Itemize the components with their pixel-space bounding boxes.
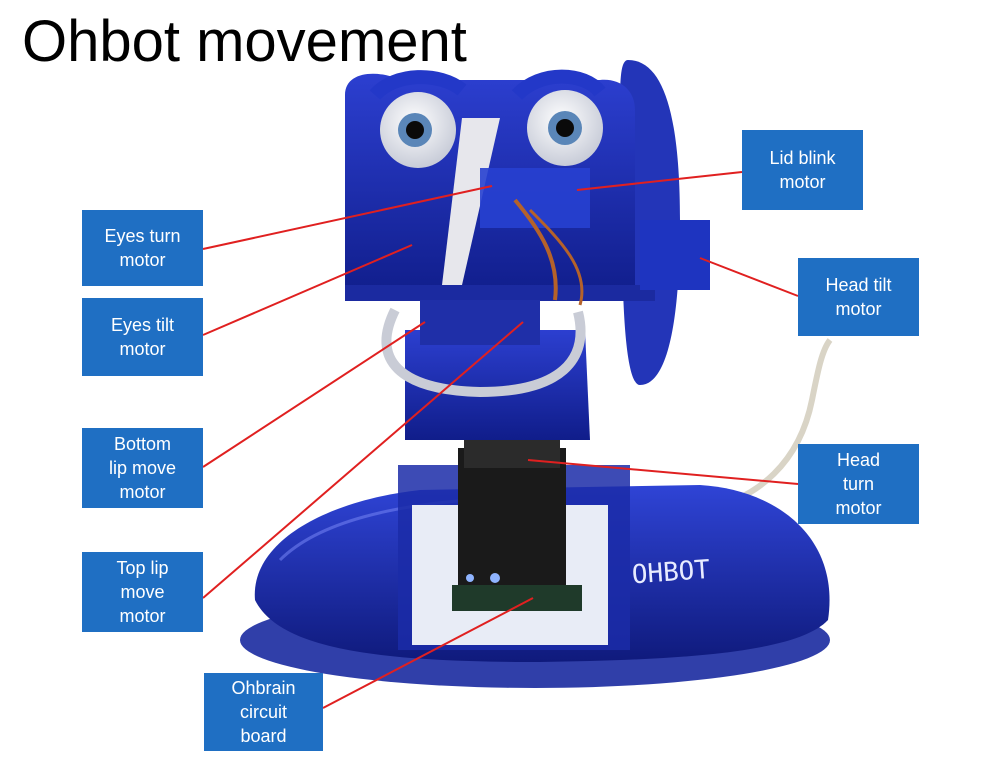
lid-servo	[480, 168, 590, 228]
label-lid-blink-motor: Lid blink motor	[742, 130, 863, 210]
left-eyebrow	[369, 70, 467, 101]
label-top-lip-move-motor: Top lip move motor	[82, 552, 203, 632]
label-head-turn-motor: Head turn motor	[798, 444, 919, 524]
head-turn-servo	[458, 448, 566, 588]
label-ohbrain-circuit-board: Ohbrain circuit board	[204, 673, 323, 751]
label-eyes-tilt-motor: Eyes tilt motor	[82, 298, 203, 376]
right-eyebrow	[511, 69, 606, 101]
page-title: Ohbot movement	[22, 9, 467, 74]
mouth-servo	[420, 300, 540, 345]
label-eyes-turn-motor: Eyes turn motor	[82, 210, 203, 286]
label-bottom-lip-move-motor: Bottom lip move motor	[82, 428, 203, 508]
circuit-board	[452, 585, 582, 611]
label-head-tilt-motor: Head tilt motor	[798, 258, 919, 336]
base-logo: OHBOT	[631, 555, 712, 590]
